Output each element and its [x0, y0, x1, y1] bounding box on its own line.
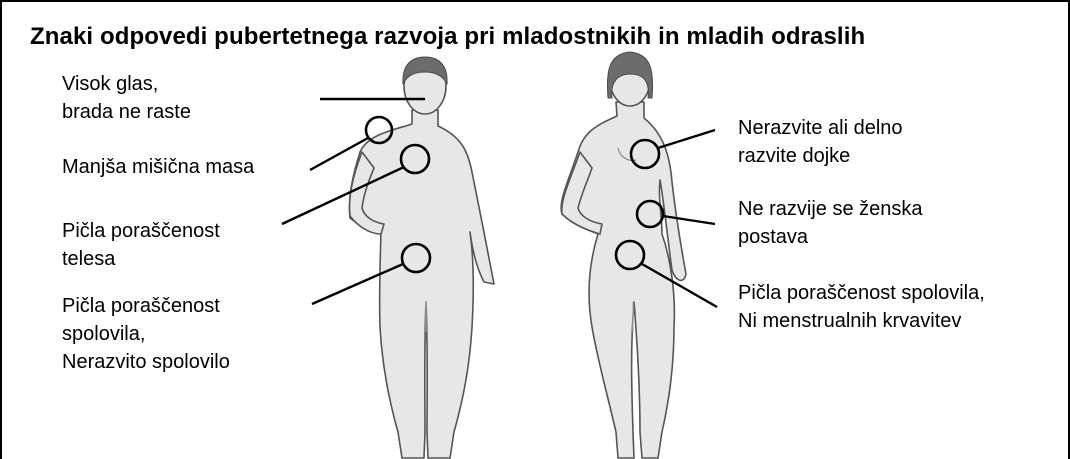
female-figure: [561, 52, 717, 458]
label-female-genital-line1: Pičla poraščenost spolovila,: [738, 279, 985, 307]
male-body-silhouette: [349, 110, 494, 458]
label-female-genital-line2: Ni menstrualnih krvavitev: [738, 307, 985, 335]
label-male-genital-line1: Pičla poraščenost: [62, 292, 230, 320]
label-female-breasts-line1: Nerazvite ali delno: [738, 114, 903, 142]
label-female-shape-line1: Ne razvije se ženska: [738, 195, 923, 223]
label-female-shape-line2: postava: [738, 223, 923, 251]
label-female-shape: Ne razvije se ženska postava: [738, 195, 923, 251]
label-male-muscle: Manjša mišična masa: [62, 153, 254, 181]
label-female-breasts-line2: razvite dojke: [738, 142, 903, 170]
label-male-voice-line2: brada ne raste: [62, 98, 191, 126]
male-figure: [282, 57, 494, 458]
label-female-breasts: Nerazvite ali delno razvite dojke: [738, 114, 903, 170]
label-male-genital-line3: Nerazvito spolovilo: [62, 348, 230, 376]
label-male-muscle-line1: Manjša mišična masa: [62, 153, 254, 181]
label-male-body-hair: Pičla poraščenost telesa: [62, 217, 220, 273]
label-female-genital: Pičla poraščenost spolovila, Ni menstrua…: [738, 279, 985, 335]
label-male-body-hair-line2: telesa: [62, 245, 220, 273]
diagram-title: Znaki odpovedi pubertetnega razvoja pri …: [30, 22, 865, 52]
female-breast-pointer: [658, 130, 715, 148]
label-male-genital-line2: spolovila,: [62, 320, 230, 348]
label-male-body-hair-line1: Pičla poraščenost: [62, 217, 220, 245]
label-male-genital: Pičla poraščenost spolovila, Nerazvito s…: [62, 292, 230, 376]
label-male-voice: Visok glas, brada ne raste: [62, 70, 191, 126]
label-male-voice-line1: Visok glas,: [62, 70, 191, 98]
